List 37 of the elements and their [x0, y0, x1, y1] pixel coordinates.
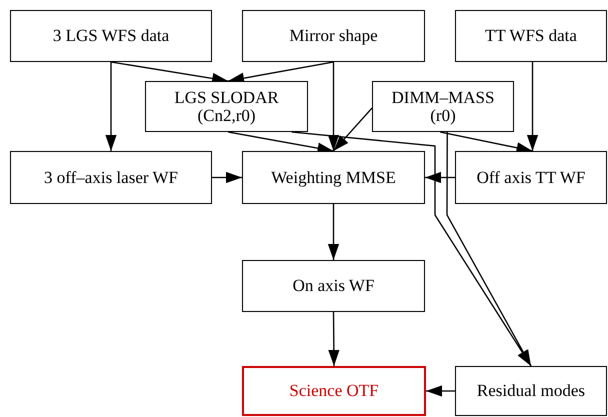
process-box — [242, 366, 426, 416]
box-label: DIMM–MASS (r0) — [390, 88, 496, 124]
box-label: LGS SLODAR (Cn2,r0) — [173, 88, 280, 124]
process-box — [10, 151, 212, 204]
process-box — [455, 366, 607, 416]
arrow — [446, 132, 532, 366]
arrow — [212, 172, 242, 184]
arrow — [425, 172, 455, 184]
arrow — [328, 204, 340, 260]
box-label: Off axis TT WF — [476, 168, 586, 186]
process-box — [455, 10, 607, 62]
process-box — [242, 260, 425, 312]
box-label: TT WFS data — [485, 27, 577, 45]
arrow — [110, 61, 228, 84]
box-label: On axis WF — [292, 277, 374, 295]
arrow — [333, 108, 372, 152]
arrow — [328, 62, 340, 151]
box-label: Residual modes — [476, 382, 586, 400]
box-label: Mirror shape — [289, 27, 378, 45]
arrow — [228, 131, 334, 154]
box-label: Science OTF — [289, 382, 379, 400]
process-box — [10, 10, 212, 62]
box-label: Weighting MMSE — [271, 168, 396, 186]
arrow — [440, 131, 533, 154]
process-box — [372, 81, 514, 132]
process-box — [455, 151, 607, 204]
process-box — [145, 81, 308, 132]
arrow — [426, 385, 455, 397]
process-box — [242, 151, 425, 204]
arrow — [526, 62, 538, 151]
box-label: 3 LGS WFS data — [52, 27, 170, 45]
arrow — [105, 62, 117, 151]
arrow — [228, 61, 334, 84]
arrow — [328, 312, 340, 366]
process-box — [242, 10, 425, 62]
arrow — [292, 131, 532, 366]
box-label: 3 off–axis laser WF — [44, 168, 178, 186]
